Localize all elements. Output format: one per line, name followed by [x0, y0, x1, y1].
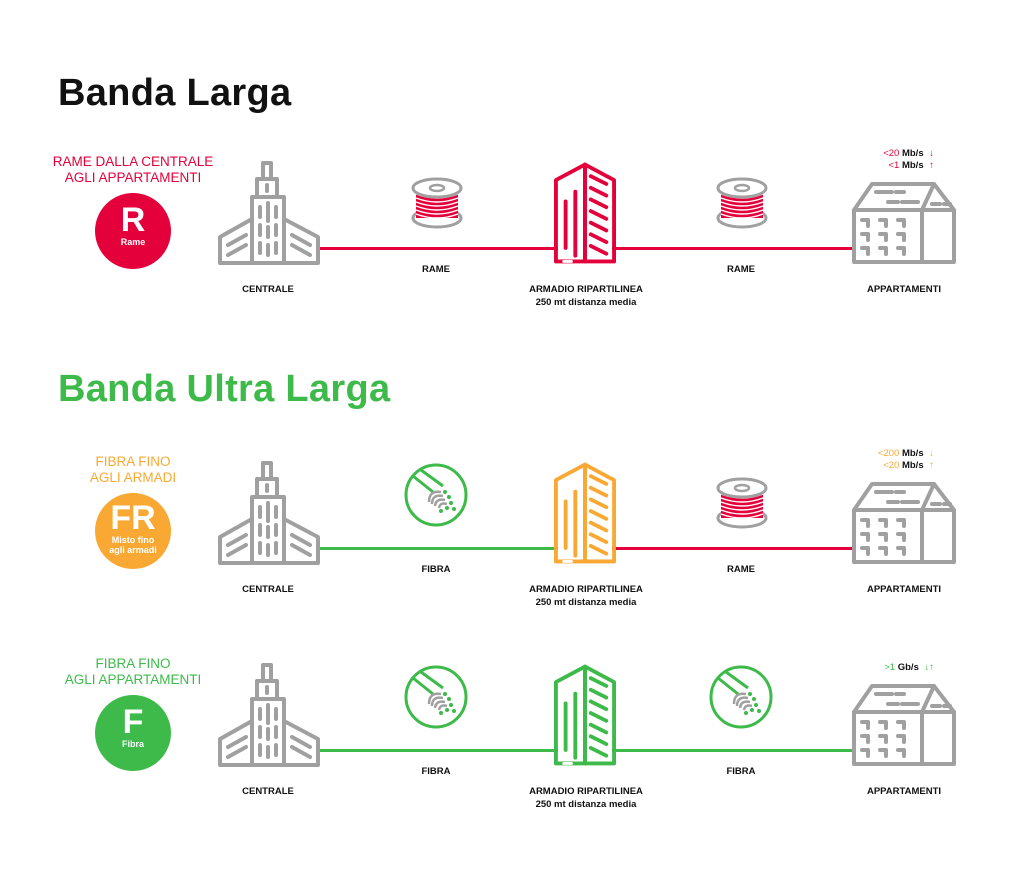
- section-title-banda-ultra-larga: Banda Ultra Larga: [58, 368, 391, 410]
- speed-line: <20 Mb/s ↑: [878, 460, 934, 472]
- speed-arrow-icon: ↑: [929, 460, 934, 471]
- segment-1-caption: FIBRA: [421, 564, 451, 575]
- speed-value: <200: [877, 448, 902, 459]
- row-label-line: AGLI APPARTAMENTI: [64, 672, 202, 687]
- speed-line: >1 Gb/s ↓↑: [884, 662, 934, 674]
- badge-subtitle: Misto fino: [111, 535, 155, 545]
- badge-subtitle: Fibra: [121, 739, 144, 749]
- speed-line: <200 Mb/s ↓: [878, 448, 934, 460]
- armadio-caption-line: 250 mt distanza media: [535, 297, 637, 308]
- speed-info: <20 Mb/s ↓<1 Mb/s ↑: [883, 148, 934, 172]
- speed-unit: Mb/s: [901, 460, 927, 471]
- speed-value: <1: [888, 160, 902, 171]
- speed-line: <1 Mb/s ↑: [883, 160, 934, 172]
- street-cabinet-icon: [554, 461, 616, 565]
- central-office-icon: [218, 461, 322, 565]
- badge-letter: R: [120, 201, 146, 239]
- copper-spool-icon: [410, 176, 464, 230]
- connection-line-1: [318, 749, 558, 752]
- speed-arrow-icon: ↓: [929, 448, 934, 459]
- connection-line-2: [612, 247, 856, 250]
- fiber-optic-icon: [403, 664, 469, 730]
- appartamenti-caption: APPARTAMENTI: [866, 584, 942, 595]
- speed-info: <200 Mb/s ↓<20 Mb/s ↑: [878, 448, 934, 472]
- speed-unit: Mb/s: [901, 160, 927, 171]
- apartments-icon: [852, 180, 956, 264]
- speed-arrow-icon: ↓: [929, 148, 934, 159]
- speed-arrow-icon: ↑: [929, 160, 934, 171]
- armadio-caption-line: 250 mt distanza media: [535, 799, 637, 810]
- speed-value: >1: [884, 662, 898, 673]
- segment-1-caption: FIBRA: [421, 766, 451, 777]
- segment-2-caption: FIBRA: [726, 766, 756, 777]
- street-cabinet-icon: [554, 161, 616, 265]
- armadio-caption-line: ARMADIO RIPARTILINEA: [529, 584, 643, 595]
- row-label-line: FIBRA FINO: [95, 454, 171, 469]
- appartamenti-caption: APPARTAMENTI: [866, 284, 942, 295]
- connection-line-1: [318, 247, 558, 250]
- badge-letter: F: [122, 703, 144, 741]
- copper-spool-icon: [715, 476, 769, 530]
- apartments-icon: [852, 682, 956, 766]
- speed-value: <20: [883, 148, 902, 159]
- armadio-caption: ARMADIO RIPARTILINEA 250 mt distanza medi…: [506, 283, 666, 309]
- speed-line: <20 Mb/s ↓: [883, 148, 934, 160]
- speed-unit: Mb/s: [901, 448, 927, 459]
- segment-2-caption: RAME: [727, 264, 755, 275]
- section-title-banda-larga: Banda Larga: [58, 72, 292, 114]
- badge-letter: FR: [110, 499, 156, 537]
- segment-1-caption: RAME: [422, 264, 450, 275]
- speed-info: >1 Gb/s ↓↑: [884, 662, 934, 674]
- row-label-line: AGLI APPARTAMENTI: [64, 170, 202, 185]
- segment-2-caption: RAME: [727, 564, 755, 575]
- row-label-line: AGLI ARMADI: [89, 470, 177, 485]
- armadio-caption: ARMADIO RIPARTILINEA 250 mt distanza medi…: [506, 583, 666, 609]
- row-label-line: RAME DALLA CENTRALE: [52, 154, 214, 169]
- badge-subtitle: agli armadi: [109, 545, 157, 555]
- connection-line-2: [612, 547, 856, 550]
- badge-subtitle: Rame: [120, 237, 146, 247]
- speed-value: <20: [883, 460, 902, 471]
- speed-unit: Gb/s: [897, 662, 922, 673]
- connection-line-1: [318, 547, 558, 550]
- copper-spool-icon: [715, 176, 769, 230]
- armadio-caption-line: ARMADIO RIPARTILINEA: [529, 786, 643, 797]
- centrale-caption: CENTRALE: [242, 284, 294, 295]
- centrale-caption: CENTRALE: [242, 786, 294, 797]
- armadio-caption-line: 250 mt distanza media: [535, 597, 637, 608]
- centrale-caption: CENTRALE: [242, 584, 294, 595]
- street-cabinet-icon: [554, 663, 616, 767]
- speed-unit: Mb/s: [901, 148, 927, 159]
- central-office-icon: [218, 161, 322, 265]
- row-label-line: FIBRA FINO: [95, 656, 171, 671]
- speed-arrow-icon: ↓↑: [924, 662, 935, 673]
- armadio-caption-line: ARMADIO RIPARTILINEA: [529, 284, 643, 295]
- apartments-icon: [852, 480, 956, 564]
- central-office-icon: [218, 663, 322, 767]
- armadio-caption: ARMADIO RIPARTILINEA 250 mt distanza medi…: [506, 785, 666, 811]
- fiber-optic-icon: [403, 462, 469, 528]
- fiber-optic-icon: [708, 664, 774, 730]
- connection-line-2: [612, 749, 856, 752]
- appartamenti-caption: APPARTAMENTI: [866, 786, 942, 797]
